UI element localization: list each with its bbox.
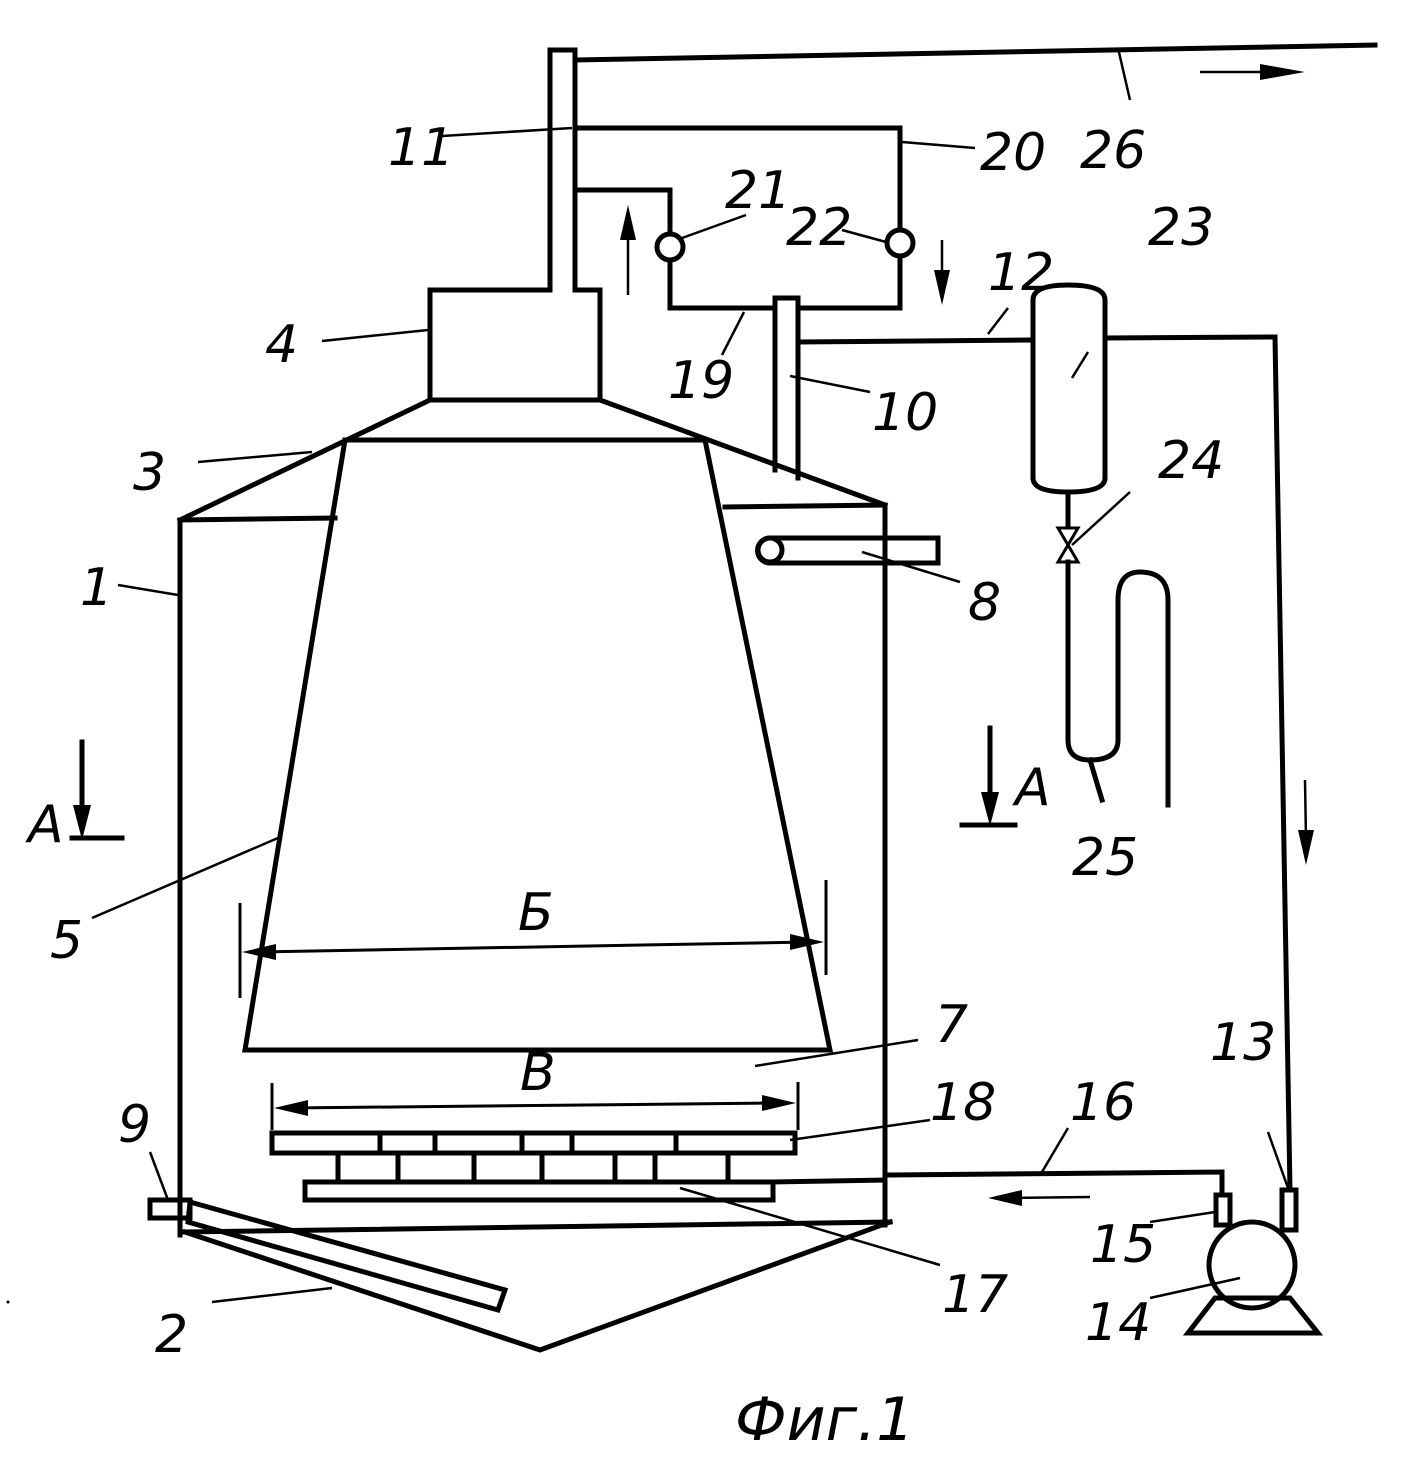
label-4: 4 — [265, 315, 298, 375]
label-3: 3 — [133, 443, 166, 503]
label-24: 24 — [1158, 431, 1224, 491]
pump-14 — [1188, 1190, 1318, 1333]
label-20: 20 — [980, 123, 1046, 183]
label-23: 23 — [1148, 198, 1214, 258]
u-tube-25 — [1068, 572, 1168, 805]
exhaust-line — [575, 45, 1375, 80]
label-25: 25 — [1072, 828, 1138, 888]
valve-24 — [1058, 528, 1078, 580]
label-22: 22 — [786, 198, 852, 258]
distributor-17 — [305, 1182, 773, 1200]
dimension-v-lower: В — [272, 1043, 798, 1130]
vessel-body — [180, 400, 890, 1350]
label-18: 18 — [930, 1073, 996, 1133]
label-19: 19 — [668, 351, 734, 411]
label-15: 15 — [1090, 1215, 1156, 1275]
label-7: 7 — [935, 995, 968, 1055]
feed-pipe-8 — [758, 538, 938, 563]
label-5: 5 — [50, 911, 83, 971]
reference-numerals: 1 2 3 4 5 7 8 9 10 11 12 13 14 15 16 17 … — [50, 118, 1276, 1365]
section-label-left: А — [25, 795, 64, 855]
pipe-10 — [775, 298, 798, 478]
label-8: 8 — [968, 573, 1001, 633]
dim-label-v: В — [520, 1043, 556, 1103]
label-10: 10 — [872, 383, 938, 443]
grid-18 — [272, 1133, 795, 1182]
label-17: 17 — [942, 1265, 1008, 1325]
line-16 — [773, 1172, 1222, 1206]
gas-dome — [430, 50, 600, 400]
label-13: 13 — [1210, 1013, 1276, 1073]
separator-23 — [1033, 285, 1105, 525]
stray-dot — [7, 1301, 10, 1304]
inner-cone — [245, 440, 830, 1050]
section-mark-left: А — [25, 742, 122, 855]
label-26: 26 — [1080, 121, 1146, 181]
dim-label-b: Б — [518, 883, 554, 943]
section-label-right: А — [1012, 758, 1051, 818]
label-16: 16 — [1070, 1073, 1136, 1133]
label-2: 2 — [155, 1305, 188, 1365]
label-1: 1 — [80, 558, 113, 618]
drain-pipe — [150, 1200, 505, 1310]
dimension-b-upper: Б — [240, 880, 826, 998]
label-14: 14 — [1085, 1293, 1151, 1353]
figure-caption: Фиг.1 — [735, 1385, 914, 1455]
label-11: 11 — [388, 118, 454, 178]
label-12: 12 — [988, 243, 1054, 303]
section-mark-right: А — [962, 728, 1051, 826]
label-21: 21 — [725, 161, 791, 221]
label-9: 9 — [118, 1095, 151, 1155]
